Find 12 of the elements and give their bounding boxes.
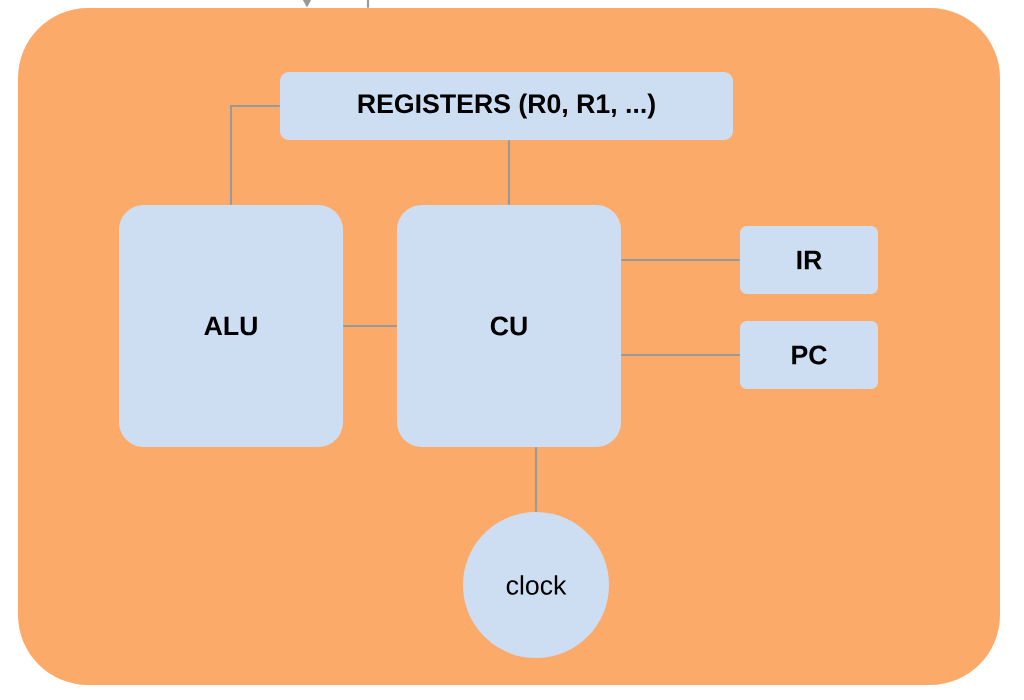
process-box: CU bbox=[397, 205, 621, 447]
connector-line bbox=[534, 447, 538, 512]
connector-line bbox=[621, 258, 740, 262]
process-box: REGISTERS (R0, R1, ...) bbox=[280, 72, 733, 140]
process-box: PC bbox=[740, 321, 878, 389]
process-box: IR bbox=[740, 226, 878, 294]
connector-line bbox=[343, 324, 397, 328]
connector-line bbox=[621, 353, 740, 357]
connector-line bbox=[229, 104, 280, 205]
connector-line bbox=[507, 140, 511, 205]
process-box: ALU bbox=[119, 205, 343, 447]
connector-line bbox=[366, 0, 370, 8]
